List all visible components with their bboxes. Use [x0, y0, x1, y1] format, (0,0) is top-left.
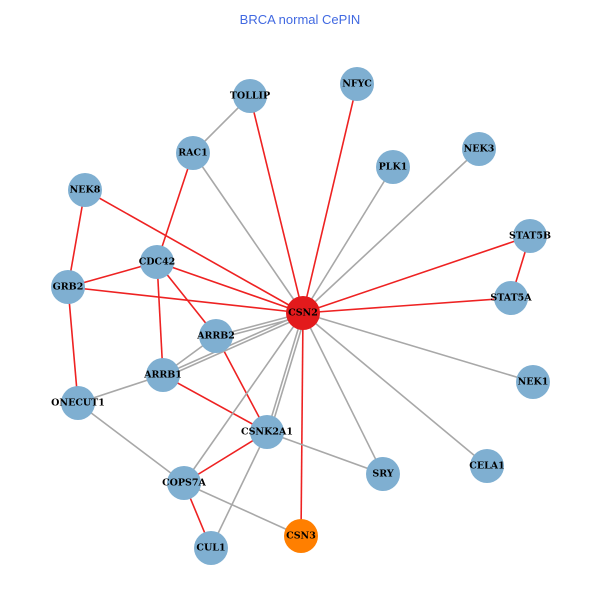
edge-stat5a-csn2 [302, 297, 512, 314]
edge-arrb1-csnk2a1 [162, 374, 268, 433]
node-circle[interactable] [68, 173, 102, 207]
node-cul1[interactable]: CUL1 [194, 531, 228, 565]
edge-csnk2a1-csn2 [269, 313, 307, 434]
edge-cdc42-csn2 [156, 261, 304, 314]
edge-nek8-csn2 [84, 189, 304, 314]
edge-cops7a-csn3 [183, 482, 302, 537]
edge-csnk2a1-sry [266, 431, 384, 475]
edge-arrb1-csn2 [163, 315, 305, 379]
diagram-title: BRCA normal CePIN [239, 12, 361, 27]
node-label: CSN3 [286, 531, 316, 542]
edge-arrb1-csn2 [162, 312, 304, 376]
node-label: CSN2 [288, 308, 318, 319]
node-grb2[interactable]: GRB2 [51, 270, 85, 304]
node-onecut1[interactable]: ONECUT1 [51, 386, 105, 420]
edge-stat5b-csn2 [302, 235, 531, 314]
edge-grb2-csn2 [67, 286, 304, 314]
node-nek3[interactable]: NEK3 [462, 132, 496, 166]
node-stat5b[interactable]: STAT5B [509, 219, 551, 253]
node-label: PLK1 [379, 162, 408, 173]
node-nek1[interactable]: NEK1 [516, 365, 550, 399]
edge-cdc42-arrb1 [156, 261, 164, 376]
edge-nfyc-csn2 [302, 83, 358, 314]
node-circle[interactable] [286, 296, 320, 330]
node-label: ARRB2 [196, 331, 235, 342]
node-cela1[interactable]: CELA1 [469, 449, 505, 483]
node-circle[interactable] [462, 132, 496, 166]
node-circle[interactable] [199, 319, 233, 353]
node-label: CUL1 [196, 543, 225, 554]
node-nfyc[interactable]: NFYC [340, 67, 374, 101]
node-label: ARRB1 [143, 370, 182, 381]
node-csn2[interactable]: CSN2 [286, 296, 320, 330]
edge-cela1-csn2 [302, 312, 488, 467]
node-plk1[interactable]: PLK1 [376, 150, 410, 184]
node-label: GRB2 [53, 282, 84, 293]
node-label: SRY [372, 469, 393, 480]
node-circle[interactable] [146, 358, 180, 392]
node-circle[interactable] [516, 365, 550, 399]
edge-cul1-csnk2a1 [210, 431, 268, 549]
edge-layer [67, 83, 534, 549]
node-tollip[interactable]: TOLLIP [230, 79, 270, 113]
node-circle[interactable] [284, 519, 318, 553]
node-label: CSNK2A1 [241, 427, 293, 438]
node-label: NEK3 [464, 144, 495, 155]
node-label: ONECUT1 [51, 398, 105, 409]
node-nek8[interactable]: NEK8 [68, 173, 102, 207]
node-circle[interactable] [366, 457, 400, 491]
node-label: NEK8 [70, 185, 101, 196]
node-label: NFYC [342, 79, 372, 90]
node-label: CELA1 [469, 461, 504, 472]
node-label: RAC1 [178, 148, 207, 159]
node-rac1[interactable]: RAC1 [176, 136, 210, 170]
node-circle[interactable] [250, 415, 284, 449]
edge-csn2-csn3 [300, 312, 304, 537]
edge-onecut1-cops7a [77, 402, 185, 484]
edge-arrb2-csnk2a1 [215, 335, 268, 433]
edge-csnk2a1-csn2 [266, 312, 304, 433]
node-label: CDC42 [139, 257, 176, 268]
node-circle[interactable] [61, 386, 95, 420]
node-circle[interactable] [140, 245, 174, 279]
node-arrb2[interactable]: ARRB2 [196, 319, 235, 353]
node-circle[interactable] [470, 449, 504, 483]
edge-tollip-csn2 [249, 95, 304, 314]
node-label: NEK1 [518, 377, 549, 388]
edge-grb2-onecut1 [67, 286, 79, 404]
node-arrb1[interactable]: ARRB1 [143, 358, 182, 392]
node-circle[interactable] [513, 219, 547, 253]
node-circle[interactable] [494, 281, 528, 315]
node-sry[interactable]: SRY [366, 457, 400, 491]
node-circle[interactable] [176, 136, 210, 170]
node-csnk2a1[interactable]: CSNK2A1 [241, 415, 293, 449]
edge-nek3-csn2 [302, 148, 480, 314]
node-circle[interactable] [340, 67, 374, 101]
edge-plk1-csn2 [302, 166, 394, 314]
node-circle[interactable] [51, 270, 85, 304]
node-stat5a[interactable]: STAT5A [490, 281, 532, 315]
node-label: STAT5B [509, 231, 551, 242]
edge-nek1-csn2 [302, 312, 534, 383]
node-label: STAT5A [490, 293, 532, 304]
node-label: COPS7A [162, 478, 206, 489]
edge-sry-csn2 [302, 312, 384, 475]
node-cops7a[interactable]: COPS7A [162, 466, 207, 500]
node-cdc42[interactable]: CDC42 [139, 245, 176, 279]
node-csn3[interactable]: CSN3 [284, 519, 318, 553]
edge-rac1-csn2 [192, 152, 304, 314]
node-label: TOLLIP [230, 91, 270, 102]
edge-rac1-cdc42 [156, 152, 194, 263]
edge-cops7a-csn2 [183, 312, 304, 484]
node-circle[interactable] [233, 79, 267, 113]
node-circle[interactable] [194, 531, 228, 565]
node-circle[interactable] [167, 466, 201, 500]
node-circle[interactable] [376, 150, 410, 184]
